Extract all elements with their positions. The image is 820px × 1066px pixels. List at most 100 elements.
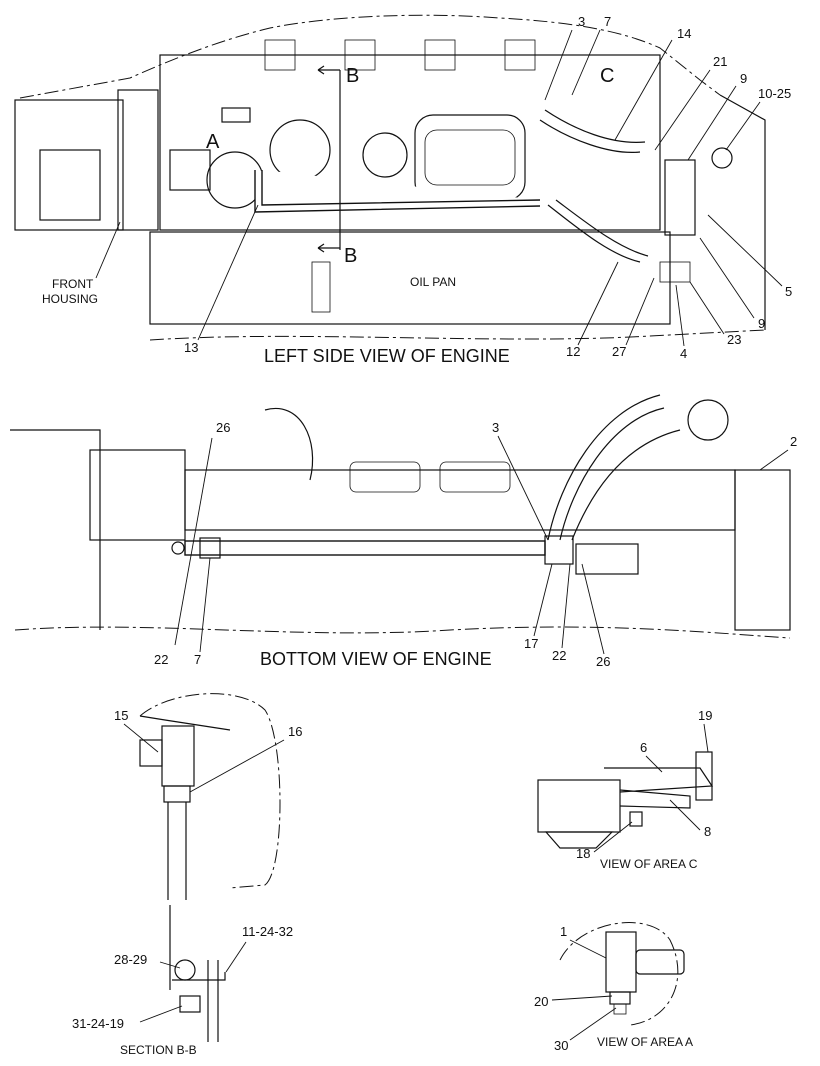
rear-housing-bottom: [734, 469, 791, 631]
plug: [711, 147, 733, 169]
section-arrow-top: [317, 65, 340, 75]
callout: 9: [740, 71, 747, 86]
callouts-bottom: 26 3 2 22 7 17 22 26: [154, 420, 797, 669]
valve: [659, 261, 691, 283]
block-bottom: [184, 469, 736, 531]
area-c-letter: C: [600, 65, 614, 87]
callout: 22: [154, 652, 168, 667]
mount-plate: [604, 767, 714, 793]
nut-16: [163, 785, 191, 803]
callout: 26: [216, 420, 230, 435]
callouts-section: 15 16 28-29 11-24-32 31-24-19: [72, 708, 302, 1031]
fitting: [221, 107, 251, 123]
front-cover: [117, 89, 159, 231]
oil-line-lower: [261, 170, 541, 206]
front-housing-label: FRONT: [52, 277, 94, 291]
callout: 30: [554, 1038, 568, 1053]
front-housing-bottom: [10, 429, 101, 630]
callout: 15: [114, 708, 128, 723]
view-area-c: 6 19 8 18 VIEW OF AREA C: [537, 708, 714, 871]
front-housing: [14, 99, 124, 231]
callout: 28-29: [114, 952, 147, 967]
bolt-18: [629, 811, 643, 827]
fitting-20: [609, 991, 631, 1005]
oil-pan-label: OIL PAN: [410, 275, 456, 289]
filter-housing: [414, 114, 526, 201]
pump-gear: [269, 119, 331, 181]
callout: 22: [552, 648, 566, 663]
front-pulley: [39, 149, 101, 221]
callout: 3: [492, 420, 499, 435]
bottom-view: BOTTOM VIEW OF ENGINE 26 3 2 22 7 17 22 …: [10, 394, 797, 669]
area-a-caption: VIEW OF AREA A: [597, 1035, 693, 1049]
callout: 31-24-19: [72, 1016, 124, 1031]
bolt-31: [179, 995, 201, 1013]
callout: 9: [758, 316, 765, 331]
clip-28-29: [174, 959, 196, 981]
hose-12: [547, 204, 641, 263]
callout: 18: [576, 846, 590, 861]
callout: 17: [524, 636, 538, 651]
callout: 20: [534, 994, 548, 1009]
callout: 14: [677, 26, 691, 41]
section-bb: 15 16 28-29 11-24-32 31-24-19 SECTION B-…: [72, 693, 302, 1057]
area-c-caption: VIEW OF AREA C: [600, 857, 698, 871]
head-bolts: [264, 39, 536, 71]
pump-body-a: [605, 931, 637, 993]
engine-outline: [19, 14, 721, 99]
oil-line-bottom: [184, 540, 546, 556]
callout: 12: [566, 344, 580, 359]
callout: 23: [727, 332, 741, 347]
bottom-view-caption: BOTTOM VIEW OF ENGINE: [260, 649, 492, 669]
section-arrow-bottom: [317, 243, 340, 253]
pump-body: [169, 149, 211, 191]
valve-covers-bottom: [349, 461, 511, 493]
adapter: [575, 543, 639, 575]
bracket-plate: [207, 960, 219, 1042]
clamp: [172, 972, 226, 981]
callout: 26: [596, 654, 610, 669]
callout: 13: [184, 340, 198, 355]
front-housing-label-2: HOUSING: [42, 292, 98, 306]
bracket: [664, 159, 696, 236]
tube-vertical: [167, 802, 187, 900]
area-a-letter: A: [206, 131, 220, 153]
callouts-left: 3 7 14 21 9 10-25 5 9 23 4 27 12 13: [184, 14, 792, 361]
callout: 4: [680, 346, 687, 361]
callout: 1: [560, 924, 567, 939]
callout: 21: [713, 54, 727, 69]
view-area-a: 1 20 30 VIEW OF AREA A: [534, 922, 693, 1053]
front-cover-bottom: [89, 449, 186, 541]
left-view-caption: LEFT SIDE VIEW OF ENGINE: [264, 346, 510, 366]
callout: 27: [612, 344, 626, 359]
hose-14: [539, 119, 641, 153]
bolt-19: [695, 751, 713, 801]
filter-body: [537, 779, 621, 833]
pump-outlet: [635, 949, 685, 975]
pump-gear: [362, 132, 408, 178]
filter-housing-inner: [424, 129, 516, 186]
callout: 16: [288, 724, 302, 739]
section-caption: SECTION B-B: [120, 1043, 197, 1057]
section-letter-top: B: [346, 65, 359, 87]
callout: 11-24-32: [242, 924, 293, 939]
callout: 10-25: [758, 86, 791, 101]
section-letter-bottom: B: [344, 245, 357, 267]
flywheel-housing: [719, 94, 766, 330]
upper-pipe: [264, 407, 314, 481]
callout: 19: [698, 708, 712, 723]
callout: 2: [790, 434, 797, 449]
callout: 3: [578, 14, 585, 29]
washer-30: [613, 1003, 627, 1015]
gauge-fitting: [687, 399, 729, 441]
callouts-a: 1 20 30: [534, 924, 617, 1053]
tee-block: [161, 725, 195, 787]
callout: 8: [704, 824, 711, 839]
left-side-view: B B A C FRONT HOUSING OIL PAN LEFT SIDE …: [14, 14, 792, 366]
dipstick-tube: [311, 261, 331, 313]
callout: 7: [194, 652, 201, 667]
hose-3: [547, 394, 661, 541]
plug-15: [139, 739, 163, 767]
callout: 6: [640, 740, 647, 755]
